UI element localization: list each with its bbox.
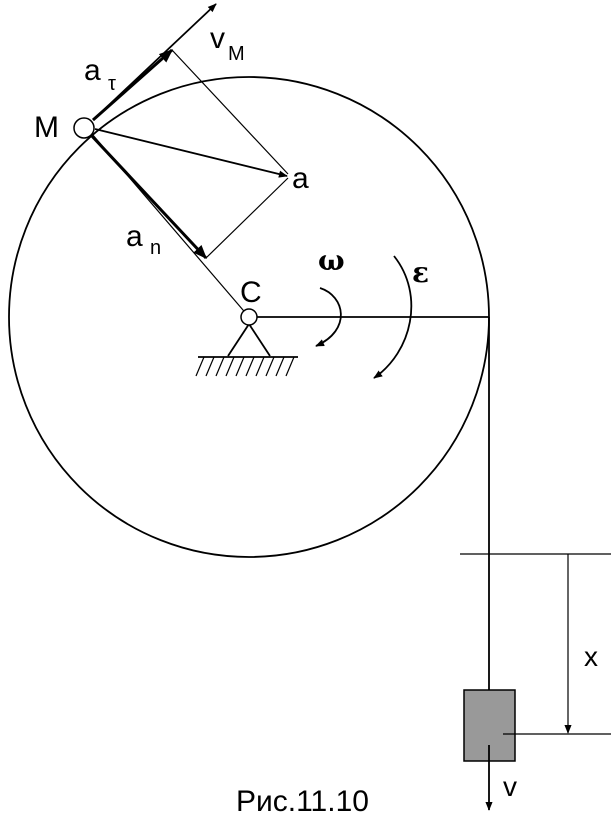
construction-line-bottom [205,177,289,259]
label-tangential-accel: a [84,54,101,87]
point-m-marker [73,117,95,139]
label-tangential-sub: τ [108,73,116,95]
pivot-c-marker [240,308,258,326]
label-normal-sub: n [150,237,161,259]
velocity-vector [92,3,217,121]
pivot-support [195,323,298,377]
normal-accel-vector [88,132,208,260]
construction-line-top [171,49,289,175]
figure-caption: Рис.11.10 [236,785,369,816]
total-accel-vector [94,128,288,178]
label-point-m: M [34,111,59,144]
label-total-accel: a [292,162,309,195]
label-velocity-sub: M [228,43,245,65]
omega-arc-arrow [315,287,342,347]
label-load-velocity: v [503,771,517,802]
label-center: C [240,276,262,309]
epsilon-arc-arrow [373,255,413,379]
label-normal-accel: a [126,220,143,253]
label-coordinate: x [584,641,598,672]
label-velocity: v [210,22,225,55]
label-omega: ω [318,244,345,277]
label-epsilon: ε [412,256,429,289]
